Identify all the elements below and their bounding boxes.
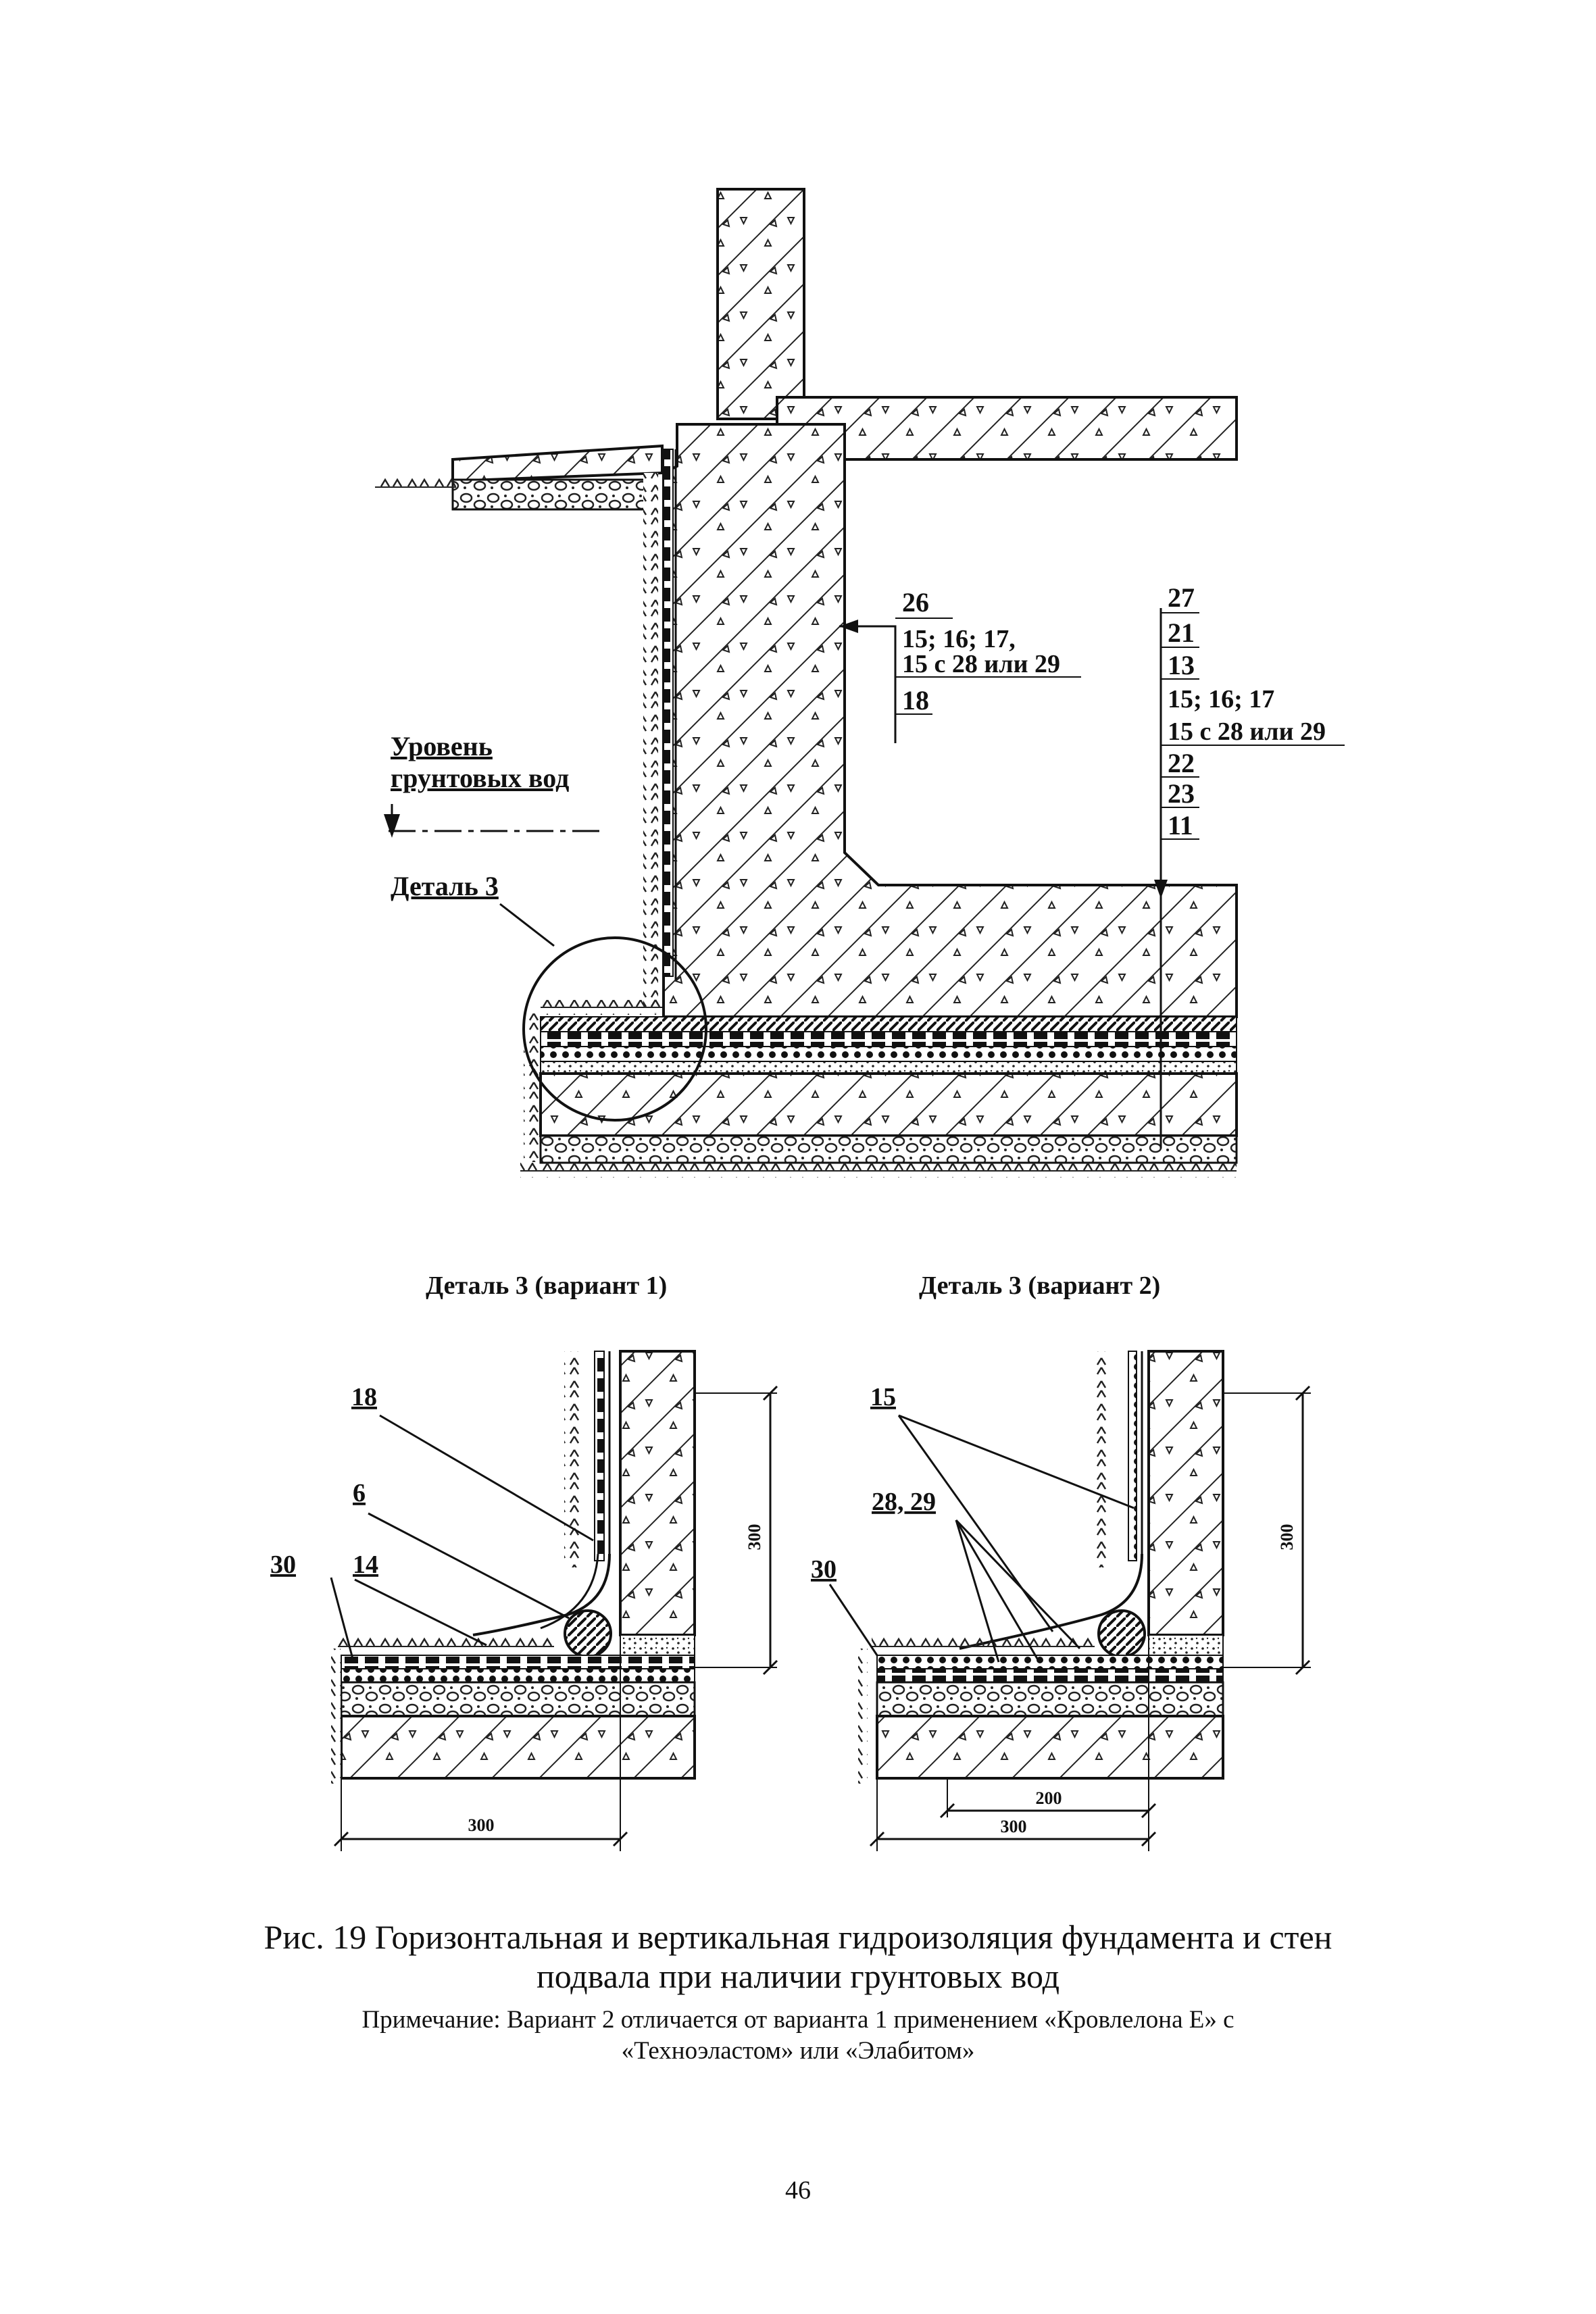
detail-2-label-30: 30 [811,1555,837,1584]
callout-right-7: 23 [1168,778,1195,809]
figure-note-line-2: «Техноэластом» или «Элабитом» [621,2037,975,2065]
callout-left-3: 15 с 28 или 29 [902,650,1060,678]
callout-right-1: 27 [1168,582,1195,613]
detail-2-label-15: 15 [870,1383,896,1411]
callout-left-1: 26 [902,587,929,618]
callout-right-4: 15; 16; 17 [1168,685,1274,713]
groundwater-label-2: грунтовых вод [391,763,569,793]
detail-1-dim-vertical: 300 [745,1524,764,1551]
detail-1-label-6: 6 [353,1479,366,1507]
detail-1-label-14: 14 [353,1551,378,1579]
detail-2-title: Деталь 3 (вариант 2) [919,1272,1160,1300]
figure-caption-line-2: подвала при наличии грунтовых вод [536,1957,1060,1995]
main-section-drawing: 26 15; 16; 17, 15 с 28 или 29 18 27 21 1… [375,188,1345,1178]
detail-3-label: Деталь 3 [391,871,499,901]
detail-1-title: Деталь 3 (вариант 1) [426,1272,667,1300]
detail-2-label-28-29: 28, 29 [872,1488,936,1516]
detail-2-dim-horizontal-inner: 200 [1036,1788,1062,1808]
callout-right-8: 11 [1168,810,1193,840]
detail-1-label-18: 18 [351,1383,377,1411]
callout-left-2: 15; 16; 17, [902,625,1016,653]
callout-left-4: 18 [902,685,929,715]
detail-2-dim-horizontal-outer: 300 [1001,1817,1027,1836]
page-number: 46 [785,2176,811,2205]
detail-1-dim-horizontal: 300 [468,1815,495,1835]
callout-right-6: 22 [1168,748,1195,778]
detail-1-drawing: Деталь 3 (вариант 1) 300 300 [270,1272,778,1851]
callout-right-2: 21 [1168,618,1195,648]
figure-caption-line-1: Рис. 19 Горизонтальная и вертикальная ги… [264,1918,1332,1956]
detail-2-dim-vertical: 300 [1277,1524,1297,1551]
groundwater-label-1: Уровень [391,731,493,761]
detail-1-label-30: 30 [270,1551,296,1579]
figure-note-line-1: Примечание: Вариант 2 отличается от вари… [361,2006,1235,2034]
callout-right-3: 13 [1168,650,1195,680]
detail-2-drawing: Деталь 3 (вариант 2) 300 200 [811,1272,1311,1851]
callout-right-5: 15 с 28 или 29 [1168,718,1326,746]
